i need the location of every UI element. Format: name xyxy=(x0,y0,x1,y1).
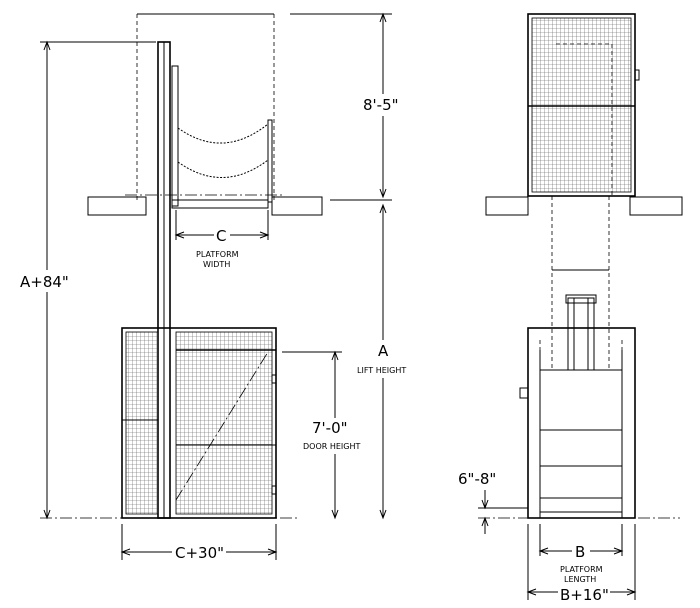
upper-enclosure-outline xyxy=(136,13,275,200)
top-clearance-value: 8'-5" xyxy=(363,96,399,114)
ground-enclosure xyxy=(121,327,277,519)
dimension-top-clearance: 8'-5" xyxy=(290,12,412,199)
dimension-enclosure-width: C+30" xyxy=(120,524,278,562)
safety-chain-lower xyxy=(177,159,269,178)
safety-chain-upper xyxy=(177,123,269,144)
overall-height-value: A+84" xyxy=(20,273,69,291)
overall-length-value: B+16" xyxy=(560,586,609,604)
dimension-lift-height: A LIFT HEIGHT xyxy=(330,199,416,520)
door-height-value: 7'-0" xyxy=(312,419,348,437)
dimension-overall-length: B+16" xyxy=(526,524,637,604)
dimension-platform-width: C PLATFORM WIDTH xyxy=(174,210,270,269)
pit-depth-value: 6"-8" xyxy=(458,470,496,488)
platform-width-value: C xyxy=(216,227,226,245)
door-height-label: DOOR HEIGHT xyxy=(303,442,361,451)
floor-slab-front-right xyxy=(629,196,683,216)
platform-width-label-2: WIDTH xyxy=(203,260,230,269)
dimension-door-height: 7'-0" DOOR HEIGHT xyxy=(282,350,367,520)
dimension-pit-depth: 6"-8" xyxy=(458,470,496,534)
platform-length-label-2: LENGTH xyxy=(564,575,596,584)
raised-enclosure xyxy=(527,13,640,197)
floor-slab-left xyxy=(87,196,147,216)
platform-width-label-1: PLATFORM xyxy=(196,250,239,259)
door-latch xyxy=(271,485,277,495)
dimension-platform-length: B PLATFORM LENGTH xyxy=(538,524,624,584)
enclosure-width-value: C+30" xyxy=(175,544,224,562)
mast-column xyxy=(157,41,171,519)
platform-length-label-1: PLATFORM xyxy=(560,565,603,574)
front-elevation-view: 6"-8" B PLATFORM LENGTH B+16" xyxy=(458,13,683,604)
mast-front xyxy=(551,196,610,371)
platform-length-value: B xyxy=(575,543,585,561)
raised-platform xyxy=(125,65,285,209)
dimension-overall-height: A+84" xyxy=(18,40,156,520)
ground-enclosure-front xyxy=(519,327,636,519)
side-elevation-view: A+84" 8'-5" A LIFT HEIGHT xyxy=(18,12,416,562)
door-hinge xyxy=(271,374,277,384)
lift-height-value: A xyxy=(378,342,389,360)
floor-slab-right xyxy=(271,196,323,216)
drive-mechanism xyxy=(567,297,595,371)
lift-height-label: LIFT HEIGHT xyxy=(357,366,406,375)
floor-slab-front-left xyxy=(485,196,529,216)
